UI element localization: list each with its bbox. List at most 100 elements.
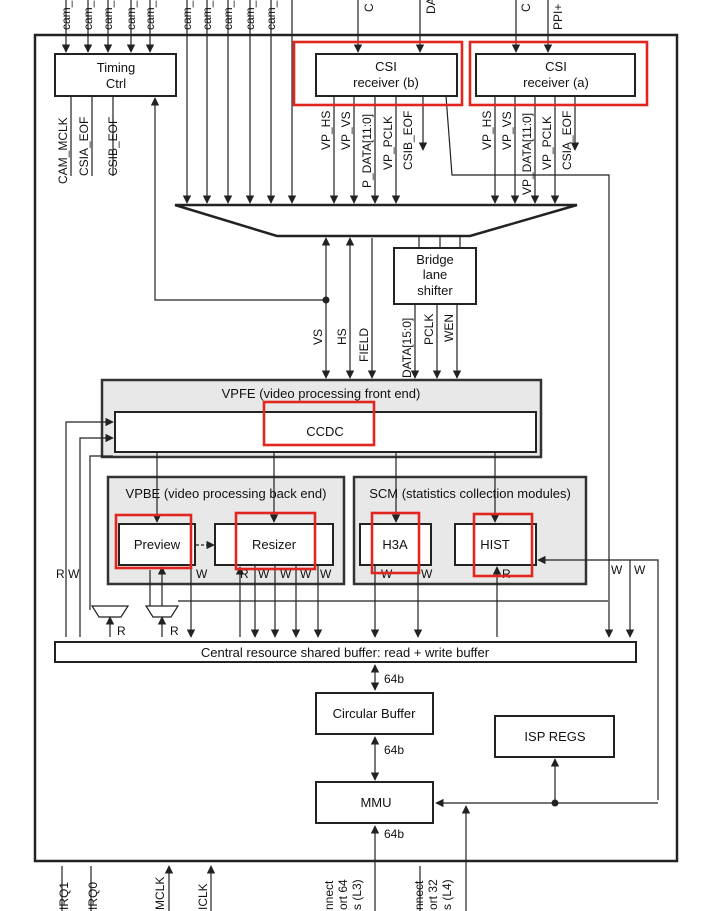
vpfe-title: VPFE (video processing front end) xyxy=(222,386,421,401)
csi-receiver-b-label: CSI xyxy=(375,59,397,74)
bus-width-label: 64b xyxy=(384,743,404,757)
bottom-port-label: ort 64 xyxy=(336,879,350,910)
scm-rw-lines xyxy=(370,555,659,800)
timing-output-lines xyxy=(70,96,114,176)
bus-width-label: 64b xyxy=(384,827,404,841)
timing-signal-label: CSIB_EOF xyxy=(106,117,120,176)
rw-label: R xyxy=(117,624,126,638)
csi-receiver-a-label: receiver (a) xyxy=(523,75,589,90)
preview-block xyxy=(118,523,196,566)
ccdc-output-lines xyxy=(152,453,500,523)
rw-label: W xyxy=(611,563,623,577)
bottom-port-label: nnect xyxy=(322,880,336,910)
mid-signal-label: FIELD xyxy=(357,328,371,362)
mmu-side-lines xyxy=(435,758,658,911)
csi-input-label: DA xyxy=(424,0,438,14)
top-input-lines xyxy=(61,0,553,204)
bridge-signal-label: WEN xyxy=(442,314,456,342)
cam-input-label: cam_ xyxy=(124,0,138,30)
bottom-signal-label: IRQ0 xyxy=(86,882,100,910)
csi-a-signal-label: VP_PCLK xyxy=(540,116,554,170)
cam-input-label: cam_ xyxy=(180,0,194,30)
csi-input-label: PPI+ xyxy=(551,4,565,30)
csi-receiver-a-label: CSI xyxy=(545,59,567,74)
mid-signal-label: HS xyxy=(335,328,349,345)
csi-a-signal-label: VP_VS xyxy=(500,111,514,150)
bottom-signal-label: ICLK xyxy=(196,883,210,910)
bridge-label: Bridge xyxy=(416,252,454,267)
bridge-output-lines xyxy=(410,304,462,379)
rw-label: W xyxy=(68,567,80,581)
csi-b-signal-label: VP_VS xyxy=(339,111,353,150)
bottom-signal-label: MCLK xyxy=(153,877,167,910)
csi-b-signal-label: VP_HS xyxy=(319,111,333,150)
isp-regs-label: ISP REGS xyxy=(524,729,586,744)
csi-b-signal-label: P_DATA[11:0] xyxy=(360,114,374,188)
timing-ctrl-label: Ctrl xyxy=(106,76,126,91)
highlight-ccdc xyxy=(262,400,376,447)
vpbe-title: VPBE (video processing back end) xyxy=(126,486,327,501)
rw-label: W xyxy=(300,567,312,581)
rw-label: R xyxy=(170,624,179,638)
ccdc-label: CCDC xyxy=(306,424,344,439)
bridge-lane-shifter-block xyxy=(393,247,477,305)
csi-receiver-a-block xyxy=(475,53,636,97)
scm-title: SCM (statistics collection modules) xyxy=(369,486,571,501)
bus-width-label: 64b xyxy=(384,672,404,686)
cam-input-label: cam_ xyxy=(200,0,214,30)
rw-label: W xyxy=(320,567,332,581)
csi-b-signal-label: VP_PCLK xyxy=(381,116,395,170)
highlight-csi-b xyxy=(292,40,464,107)
bottom-port-label: ort 32 xyxy=(426,879,440,910)
rw-label: W xyxy=(421,567,433,581)
cam-input-label: cam_ xyxy=(59,0,73,30)
bottom-port-label: nnect xyxy=(412,880,426,910)
csi-input-label: C xyxy=(362,3,376,12)
bottom-port-label: s (L4) xyxy=(440,879,454,910)
cam-input-label: cam_ xyxy=(143,0,157,30)
bottom-signal-lines xyxy=(61,865,421,911)
h3a-label: H3A xyxy=(382,537,408,552)
bridge-label: shifter xyxy=(417,283,453,298)
input-mux xyxy=(174,203,578,238)
rw-label: R xyxy=(240,567,249,581)
hist-label: HIST xyxy=(480,537,510,552)
csi-a-signal-label: CSIA_EOF xyxy=(560,111,574,170)
preview-label: Preview xyxy=(134,537,181,552)
hist-block xyxy=(454,523,537,566)
resizer-block xyxy=(214,523,334,566)
highlight-csi-a xyxy=(468,40,649,107)
bottom-port-label: s (L3) xyxy=(350,879,364,910)
timing-signal-label: CAM_MCLK xyxy=(56,117,70,184)
mmu-block xyxy=(315,781,434,824)
rw-label: R xyxy=(56,567,65,581)
rw-label: W xyxy=(280,567,292,581)
rw-label: W xyxy=(196,567,208,581)
mmu-label: MMU xyxy=(360,795,391,810)
small-mux-right xyxy=(144,605,180,618)
central-shared-buffer-label: Central resource shared buffer: read + w… xyxy=(201,645,490,660)
timing-ctrl-label: Timing xyxy=(97,60,136,75)
rw-label: W xyxy=(634,563,646,577)
csi-receiver-b-block xyxy=(315,53,458,97)
bridge-label: lane xyxy=(423,267,448,282)
rw-label: R xyxy=(502,567,511,581)
csi-b-signal-label: CSIB_EOF xyxy=(401,111,415,170)
cam-input-label: cam_ xyxy=(264,0,278,30)
highlight-hist xyxy=(472,512,534,578)
isp-boundary xyxy=(33,33,679,863)
isp-regs-block xyxy=(494,715,615,758)
top-input-labels: cam_ cam_ cam_ cam_ cam_ cam_ cam_ cam_ … xyxy=(59,0,565,30)
highlight-boxes xyxy=(114,40,649,578)
left-feedback-lines xyxy=(65,417,114,637)
highlight-h3a xyxy=(370,511,421,575)
cam-input-label: cam_ xyxy=(243,0,257,30)
bridge-signal-label: PCLK xyxy=(422,314,436,345)
cam-input-label: cam_ xyxy=(221,0,235,30)
bottom-signal-label: IRQ1 xyxy=(57,882,71,910)
csi-a-signal-label: VP_DATA[11:0] xyxy=(520,113,534,195)
timing-signal-label: CSIA_EOF xyxy=(77,117,91,176)
mux-output-lines xyxy=(150,97,461,379)
small-mux-left xyxy=(90,605,130,618)
